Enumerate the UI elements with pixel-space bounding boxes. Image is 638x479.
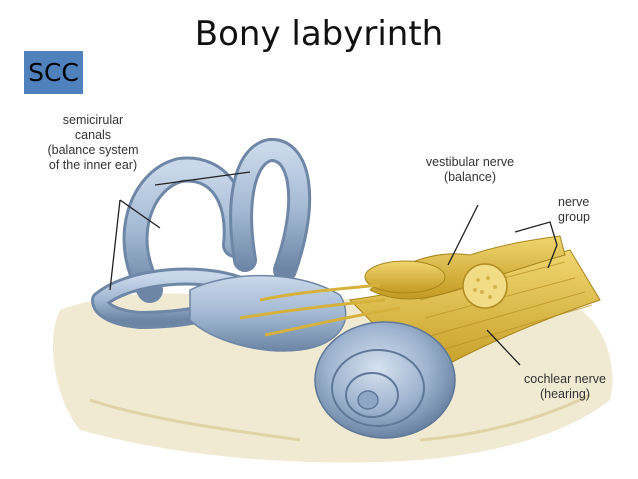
slide-title: Bony labyrinth [194,14,444,54]
cochlea [314,321,456,439]
leader-vestibular [447,204,479,266]
leader-cochlear [486,329,521,366]
leader-lines [109,171,558,366]
leader-nerve-group-1 [514,221,558,246]
leader-nerve-group-2 [547,244,558,269]
leader-scc-3 [154,171,251,186]
label-vestibular-nerve: vestibular nerve (balance) [425,155,515,184]
nerve-group-cross-section [462,263,508,309]
nerve-fibers [239,283,401,337]
vestibular-ganglion [364,260,446,294]
label-nerve-group: nerve group [558,195,590,224]
leader-scc-1 [119,199,161,229]
label-cochlear-nerve: cochlear nerve (hearing) [524,372,606,401]
leader-scc-2 [109,199,121,291]
bone-texture [89,393,591,442]
label-semicircular-canals: semicirular canals (balance system of th… [47,113,139,172]
scc-tag: SCC [24,51,83,94]
